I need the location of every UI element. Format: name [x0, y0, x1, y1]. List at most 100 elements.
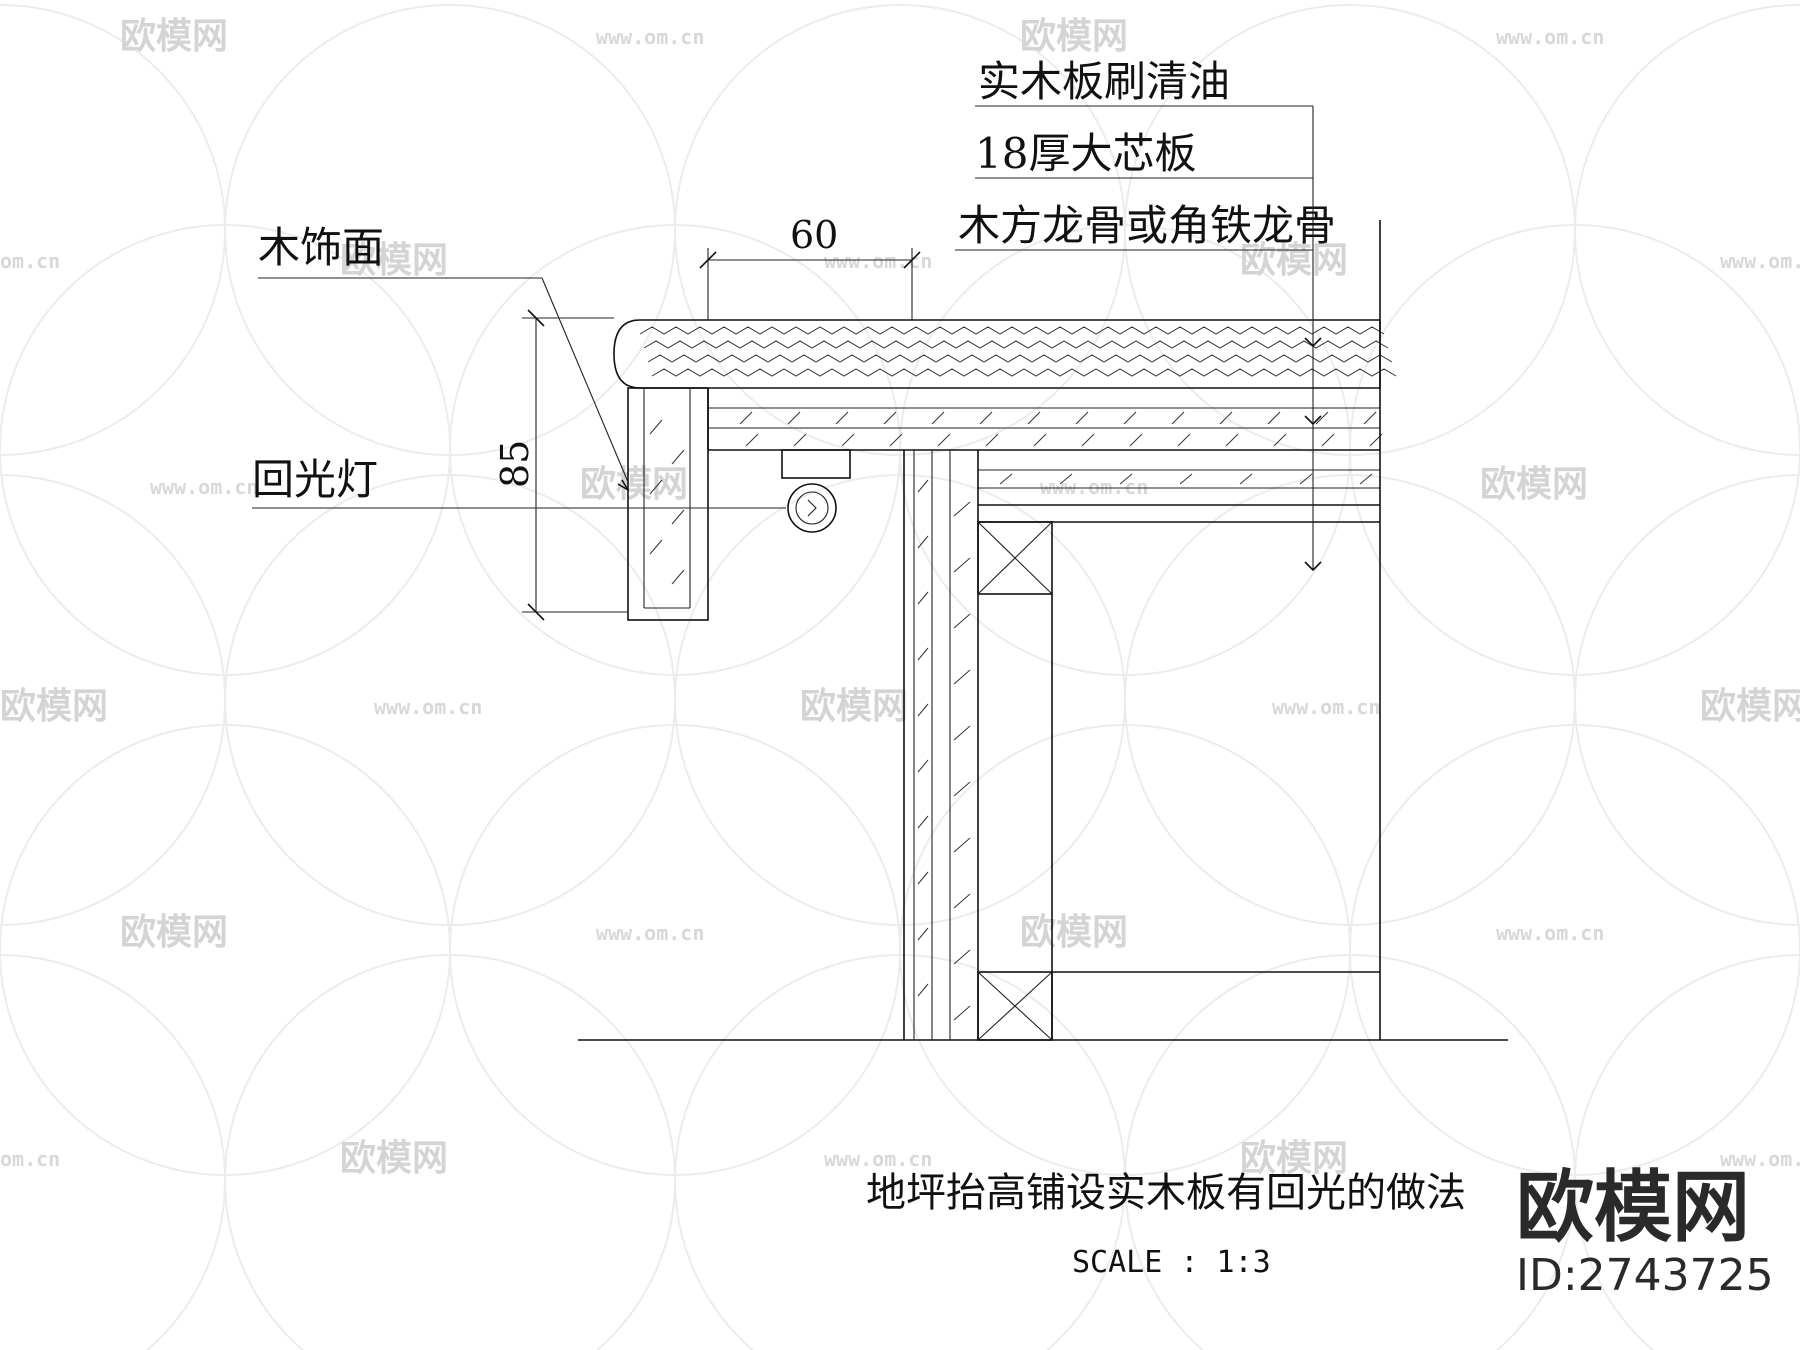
watermark-logo: 欧模网	[1240, 1138, 1348, 1179]
watermark-circle	[1349, 224, 1800, 676]
watermark-url: www.om.cn	[1272, 695, 1380, 719]
watermark-circle	[1574, 954, 1800, 1350]
watermark-circle	[0, 224, 451, 676]
label-light: 回光灯	[252, 455, 378, 504]
hatch-mark	[889, 433, 903, 447]
joist-bottom	[977, 971, 1053, 1041]
watermark-url: www.om.cn	[596, 921, 704, 945]
leader-tick	[617, 479, 629, 491]
riser-hatch	[917, 479, 971, 1021]
hatch-mark	[1321, 433, 1335, 447]
leader-line	[541, 277, 629, 483]
hatch-mark	[1177, 433, 1191, 447]
hatch-mark	[1267, 411, 1281, 425]
wood-grain-pattern	[639, 326, 1397, 377]
label-joist-layer: 木方龙骨或角铁龙骨	[958, 201, 1336, 250]
hatch-mark	[1123, 411, 1137, 425]
wood-face-panel	[627, 387, 709, 621]
hatch-mark	[1081, 433, 1095, 447]
hatch-mark	[917, 871, 929, 885]
leader-tick	[1304, 415, 1322, 426]
hatch-mark	[1239, 473, 1253, 485]
dim-tick	[903, 251, 921, 269]
hatch-mark	[979, 411, 993, 425]
watermark-url: om.cn	[0, 249, 60, 273]
section-drawing: 实木板刷清油 18厚大芯板 木方龙骨或角铁龙骨 木饰面 回光灯 60 85	[252, 57, 1508, 1041]
hatch-mark	[1315, 411, 1329, 425]
watermark-circle	[1124, 954, 1576, 1350]
hatch-mark	[739, 411, 753, 425]
dimension-vertical: 85	[493, 440, 537, 488]
hatch-mark	[985, 433, 999, 447]
light-symbol	[807, 499, 817, 517]
hatch-mark	[1129, 433, 1143, 447]
hatch-mark	[917, 647, 929, 661]
drawing-title: 地坪抬高铺设实木板有回光的做法	[866, 1170, 1466, 1216]
hatch-mark	[917, 535, 929, 549]
watermark-logo: 欧模网	[340, 1138, 448, 1179]
hatch-mark	[1075, 411, 1089, 425]
hatch-mark	[917, 703, 929, 717]
hatch-mark	[1033, 433, 1047, 447]
watermark-logo: 欧模网	[1240, 240, 1348, 281]
hatch-mark	[1119, 473, 1133, 485]
hatch-mark	[883, 411, 897, 425]
hatch-mark	[1171, 411, 1185, 425]
watermark-url: www.om.cn	[1040, 475, 1148, 499]
light-bracket	[781, 449, 851, 479]
watermark-url: om.cn	[0, 1147, 60, 1171]
hatch-mark	[917, 927, 929, 941]
light-tube-inner	[795, 491, 829, 525]
watermark-logo: 欧模网	[0, 686, 108, 727]
watermark-circle	[449, 724, 901, 1176]
hatch-mark	[1359, 473, 1373, 485]
hatch-mark	[649, 539, 663, 555]
grain-wave	[651, 368, 1397, 377]
hatch-mark	[917, 479, 929, 493]
hatch-mark	[953, 613, 971, 629]
watermark-circle	[224, 954, 676, 1350]
watermark-layer: 欧模网欧模网欧模网欧模网欧模网欧模网欧模网欧模网欧模网欧模网欧模网欧模网欧模网w…	[0, 4, 1800, 1350]
core-board-hatch	[739, 411, 1383, 485]
label-finish-layer: 实木板刷清油	[978, 57, 1230, 106]
hatch-mark	[1219, 411, 1233, 425]
watermark-circle	[1349, 724, 1800, 1176]
hatch-mark	[953, 893, 971, 909]
hatch-mark	[953, 557, 971, 573]
watermark-circle	[1574, 474, 1800, 926]
joist-cross	[977, 521, 1053, 595]
dim-tick	[699, 251, 717, 269]
hatch-mark	[671, 449, 685, 465]
watermark-logo: 欧模网	[800, 686, 908, 727]
leader-tick	[1304, 337, 1322, 348]
hatch-mark	[745, 433, 759, 447]
hatch-mark	[917, 983, 929, 997]
brand-id: ID:2743725	[1516, 1250, 1774, 1301]
light-tube	[787, 483, 837, 533]
watermark-logo: 欧模网	[120, 912, 228, 953]
watermark-url: www.om.cn	[1720, 249, 1800, 273]
hatch-mark	[953, 669, 971, 685]
label-wood-face: 木饰面	[258, 223, 384, 272]
dim-tick	[527, 309, 545, 327]
watermark-url: www.om.cn	[150, 475, 258, 499]
watermark-logo: 欧模网	[120, 16, 228, 57]
watermark-circle	[0, 4, 226, 456]
grain-wave	[643, 340, 1389, 349]
watermark-url: www.om.cn	[1496, 921, 1604, 945]
hatch-mark	[1299, 473, 1313, 485]
watermark-url: www.om.cn	[824, 249, 932, 273]
hatch-mark	[671, 509, 685, 525]
hatch-mark	[917, 815, 929, 829]
hatch-mark	[1059, 473, 1073, 485]
watermark-logo: 欧模网	[1020, 16, 1128, 57]
hatch-mark	[787, 411, 801, 425]
joist-top	[977, 521, 1053, 595]
dimension-horizontal: 60	[790, 213, 838, 257]
watermark-url: www.om.cn	[824, 1147, 932, 1171]
hatch-mark	[953, 725, 971, 741]
hatch-mark	[917, 759, 929, 773]
hatch-mark	[1225, 433, 1239, 447]
hatch-mark	[953, 781, 971, 797]
